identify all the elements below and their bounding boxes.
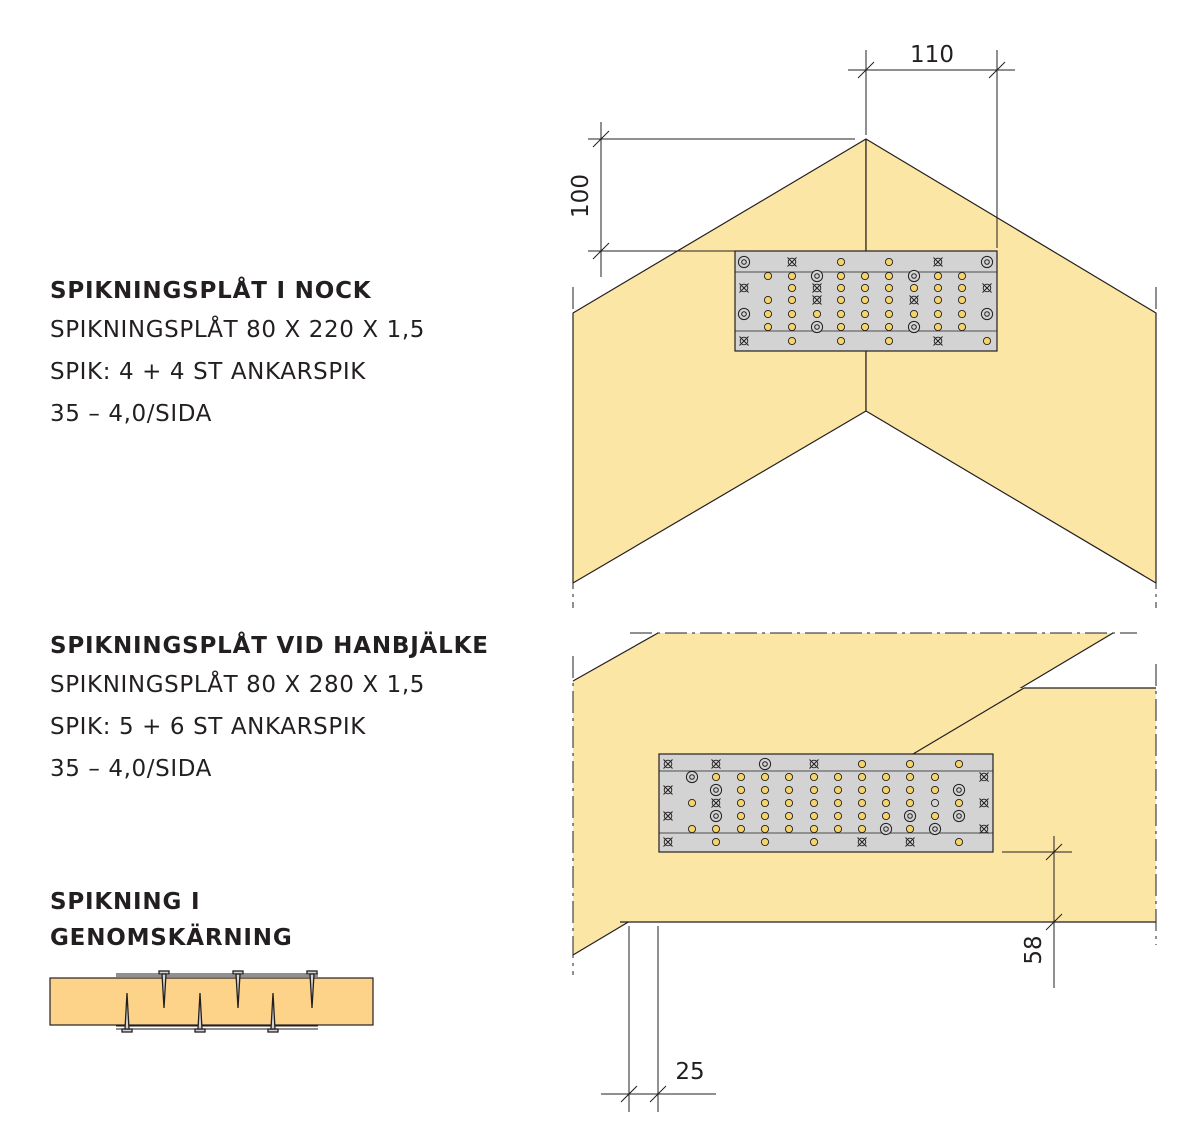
genomskarning-section bbox=[49, 970, 374, 1033]
dimension-label-110: 110 bbox=[910, 42, 954, 68]
nock-spec-nail-size: 35 – 4,0/SIDA bbox=[50, 401, 212, 427]
nock-right-rafter bbox=[865, 138, 1157, 584]
section-genomskarning: SPIKNING I GENOMSKÄRNING bbox=[50, 884, 293, 956]
section-hanbjalke: SPIKNINGSPLÅT VID HANBJÄLKE SPIKNINGSPLÅ… bbox=[50, 628, 489, 790]
section-title-genomskarning-line1: SPIKNING I bbox=[50, 889, 201, 915]
dimension-110 bbox=[848, 50, 1015, 248]
hanbjalke-spec-nail-size: 35 – 4,0/SIDA bbox=[50, 756, 212, 782]
section-title-nock: SPIKNINGSPLÅT I NOCK bbox=[50, 278, 372, 304]
genomskarning-beam bbox=[49, 977, 374, 1026]
nock-diagram: 110 100 bbox=[568, 42, 1157, 608]
nock-spec-plate: SPIKNINGSPLÅT 80 X 220 X 1,5 bbox=[50, 317, 426, 343]
hanbjalke-spec-plate: SPIKNINGSPLÅT 80 X 280 X 1,5 bbox=[50, 672, 426, 698]
genomskarning-nails bbox=[121, 970, 318, 1033]
section-title-genomskarning-line2: GENOMSKÄRNING bbox=[50, 925, 293, 951]
hanbjalke-diagram: 58 25 bbox=[572, 632, 1157, 1112]
nock-nail-plate bbox=[734, 250, 998, 352]
dimension-label-58: 58 bbox=[1021, 935, 1047, 964]
dimension-25 bbox=[601, 926, 716, 1112]
dimension-58 bbox=[1002, 836, 1072, 988]
nock-left-rafter bbox=[572, 138, 867, 584]
dimension-label-25: 25 bbox=[675, 1059, 704, 1085]
section-title-hanbjalke: SPIKNINGSPLÅT VID HANBJÄLKE bbox=[50, 633, 489, 659]
section-nock: SPIKNINGSPLÅT I NOCK SPIKNINGSPLÅT 80 X … bbox=[50, 273, 425, 435]
dimension-label-100: 100 bbox=[568, 174, 594, 218]
dimension-100 bbox=[588, 122, 855, 277]
hanbjalke-nail-plate bbox=[658, 753, 994, 853]
hanbjalke-spec-nails: SPIK: 5 + 6 ST ANKARSPIK bbox=[50, 714, 366, 740]
nock-spec-nails: SPIK: 4 + 4 ST ANKARSPIK bbox=[50, 359, 366, 385]
